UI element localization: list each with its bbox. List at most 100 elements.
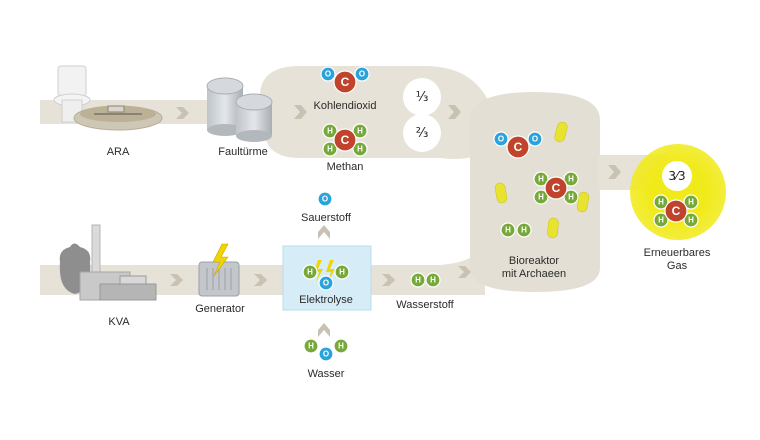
hydrogen-atom (500, 222, 516, 238)
hydrogen-atom-label: H (308, 342, 314, 351)
label-bioreaktor-line2: mit Archaeen (501, 268, 567, 280)
oxygen-atom (317, 191, 333, 207)
hydrogen-atom-label: H (521, 226, 527, 235)
hydrogen-atom-label: H (688, 216, 694, 225)
label-elektrolyse: Elektrolyse (299, 294, 353, 306)
flow-arrows (170, 105, 621, 337)
hydrogen-atom (333, 338, 349, 354)
hydrogen-atom (563, 171, 579, 187)
label-ara: ARA (106, 146, 130, 158)
carbon-atom-label: C (514, 140, 523, 154)
hydrogen-atom (683, 194, 699, 210)
hydrogen-atom-label: H (538, 193, 544, 202)
hydrogen-atom (683, 212, 699, 228)
label-generator: Generator (195, 303, 245, 315)
fraction-gas: 3⁄3 (662, 161, 692, 191)
renewable-gas-circle (630, 144, 726, 240)
digestion-towers-icon (206, 77, 273, 142)
archaea-pills (494, 121, 590, 239)
arrow-reactor-to-gas (608, 165, 621, 179)
hydrogen-atom (425, 272, 441, 288)
hydrogen-atom-label: H (338, 342, 344, 351)
hydrogen-atom-label: H (505, 226, 511, 235)
hydrogen-atom-label: H (357, 145, 363, 154)
hydrogen-atom (334, 264, 350, 280)
hydrogen-atom (410, 272, 426, 288)
hydrogen-atom-label: H (568, 175, 574, 184)
hydrogen-atom (653, 212, 669, 228)
carbon-atom-label: C (341, 75, 350, 89)
oxygen-atom-label: O (325, 70, 331, 79)
hydrogen-atom-label: H (430, 276, 436, 285)
label-erneuerbares-line2: Gas (666, 260, 688, 272)
hydrogen-atom (653, 194, 669, 210)
carbon-atom-label: C (552, 181, 561, 195)
hydrogen-atom (322, 141, 338, 157)
carbon-atom (664, 199, 688, 223)
arrow-electrolysis-out (382, 274, 395, 286)
arrow-generator-to-electrolysis (254, 274, 267, 286)
electrolysis-lightning-icon-2 (326, 260, 335, 282)
kva-plant-icon (59, 224, 157, 301)
label-wasser: Wasser (307, 368, 345, 380)
carbon-atom-label: C (341, 133, 350, 147)
hydrogen-atom-label: H (658, 216, 664, 225)
ara-plant-icon (53, 65, 163, 131)
arrow-ara-to-towers (176, 107, 189, 119)
oxygen-atom (493, 131, 509, 147)
hydrogen-atom (516, 222, 532, 238)
hydrogen-atom-label: H (307, 268, 313, 277)
oxygen-atom-label: O (498, 135, 504, 144)
oxygen-atom (318, 275, 334, 291)
hydrogen-atom-label: H (568, 193, 574, 202)
carbon-atom (506, 135, 530, 159)
hydrogen-atom-label: H (327, 127, 333, 136)
arrow-lower-into-reactor (458, 266, 471, 278)
hydrogen-atom-label: H (415, 276, 421, 285)
oxygen-atom (354, 66, 370, 82)
hydrogen-atom-label: H (357, 127, 363, 136)
hydrogen-atom (533, 189, 549, 205)
oxygen-atom-label: O (322, 195, 328, 204)
hydrogen-atom (322, 123, 338, 139)
label-kva: KVA (108, 316, 130, 328)
arrow-kva-to-generator (170, 274, 183, 286)
carbon-atom-label: C (672, 204, 681, 218)
hydrogen-atom (302, 264, 318, 280)
label-bioreaktor-line1: Bioreaktor (508, 255, 560, 267)
oxygen-atom-label: O (323, 350, 329, 359)
arrow-towers-to-gas (294, 105, 307, 119)
fraction-co2: ⅓ (403, 78, 441, 116)
arrow-upper-into-reactor (448, 105, 461, 119)
label-faultuerme: Faultürme (218, 146, 268, 158)
lightning-icon (212, 243, 229, 277)
hydrogen-atom (352, 123, 368, 139)
oxygen-atom (320, 66, 336, 82)
hydrogen-atom (563, 189, 579, 205)
oxygen-atom (527, 131, 543, 147)
oxygen-atom-label: O (359, 70, 365, 79)
oxygen-atom-label: O (532, 135, 538, 144)
label-kohlendioxid: Kohlendioxid (313, 100, 377, 112)
hydrogen-atom (303, 338, 319, 354)
oxygen-atom (318, 346, 334, 362)
hydrogen-atom-label: H (658, 198, 664, 207)
carbon-atom (333, 128, 357, 152)
hydrogen-atom-label: H (538, 175, 544, 184)
arrow-water-up (318, 323, 330, 337)
hydrogen-atom (352, 141, 368, 157)
label-methan: Methan (326, 161, 364, 173)
arrow-oxygen-up (318, 225, 330, 239)
hydrogen-atom-label: H (688, 198, 694, 207)
label-sauerstoff: Sauerstoff (301, 212, 351, 224)
hydrogen-atom-label: H (339, 268, 345, 277)
hydrogen-atom (533, 171, 549, 187)
carbon-atom (333, 70, 357, 94)
electrolysis-lightning-icon (314, 260, 323, 282)
oxygen-atom-label: O (323, 279, 329, 288)
label-erneuerbares-line1: Erneuerbares (643, 247, 711, 259)
fraction-methane: ⅔ (403, 114, 441, 152)
label-wasserstoff: Wasserstoff (396, 299, 454, 311)
